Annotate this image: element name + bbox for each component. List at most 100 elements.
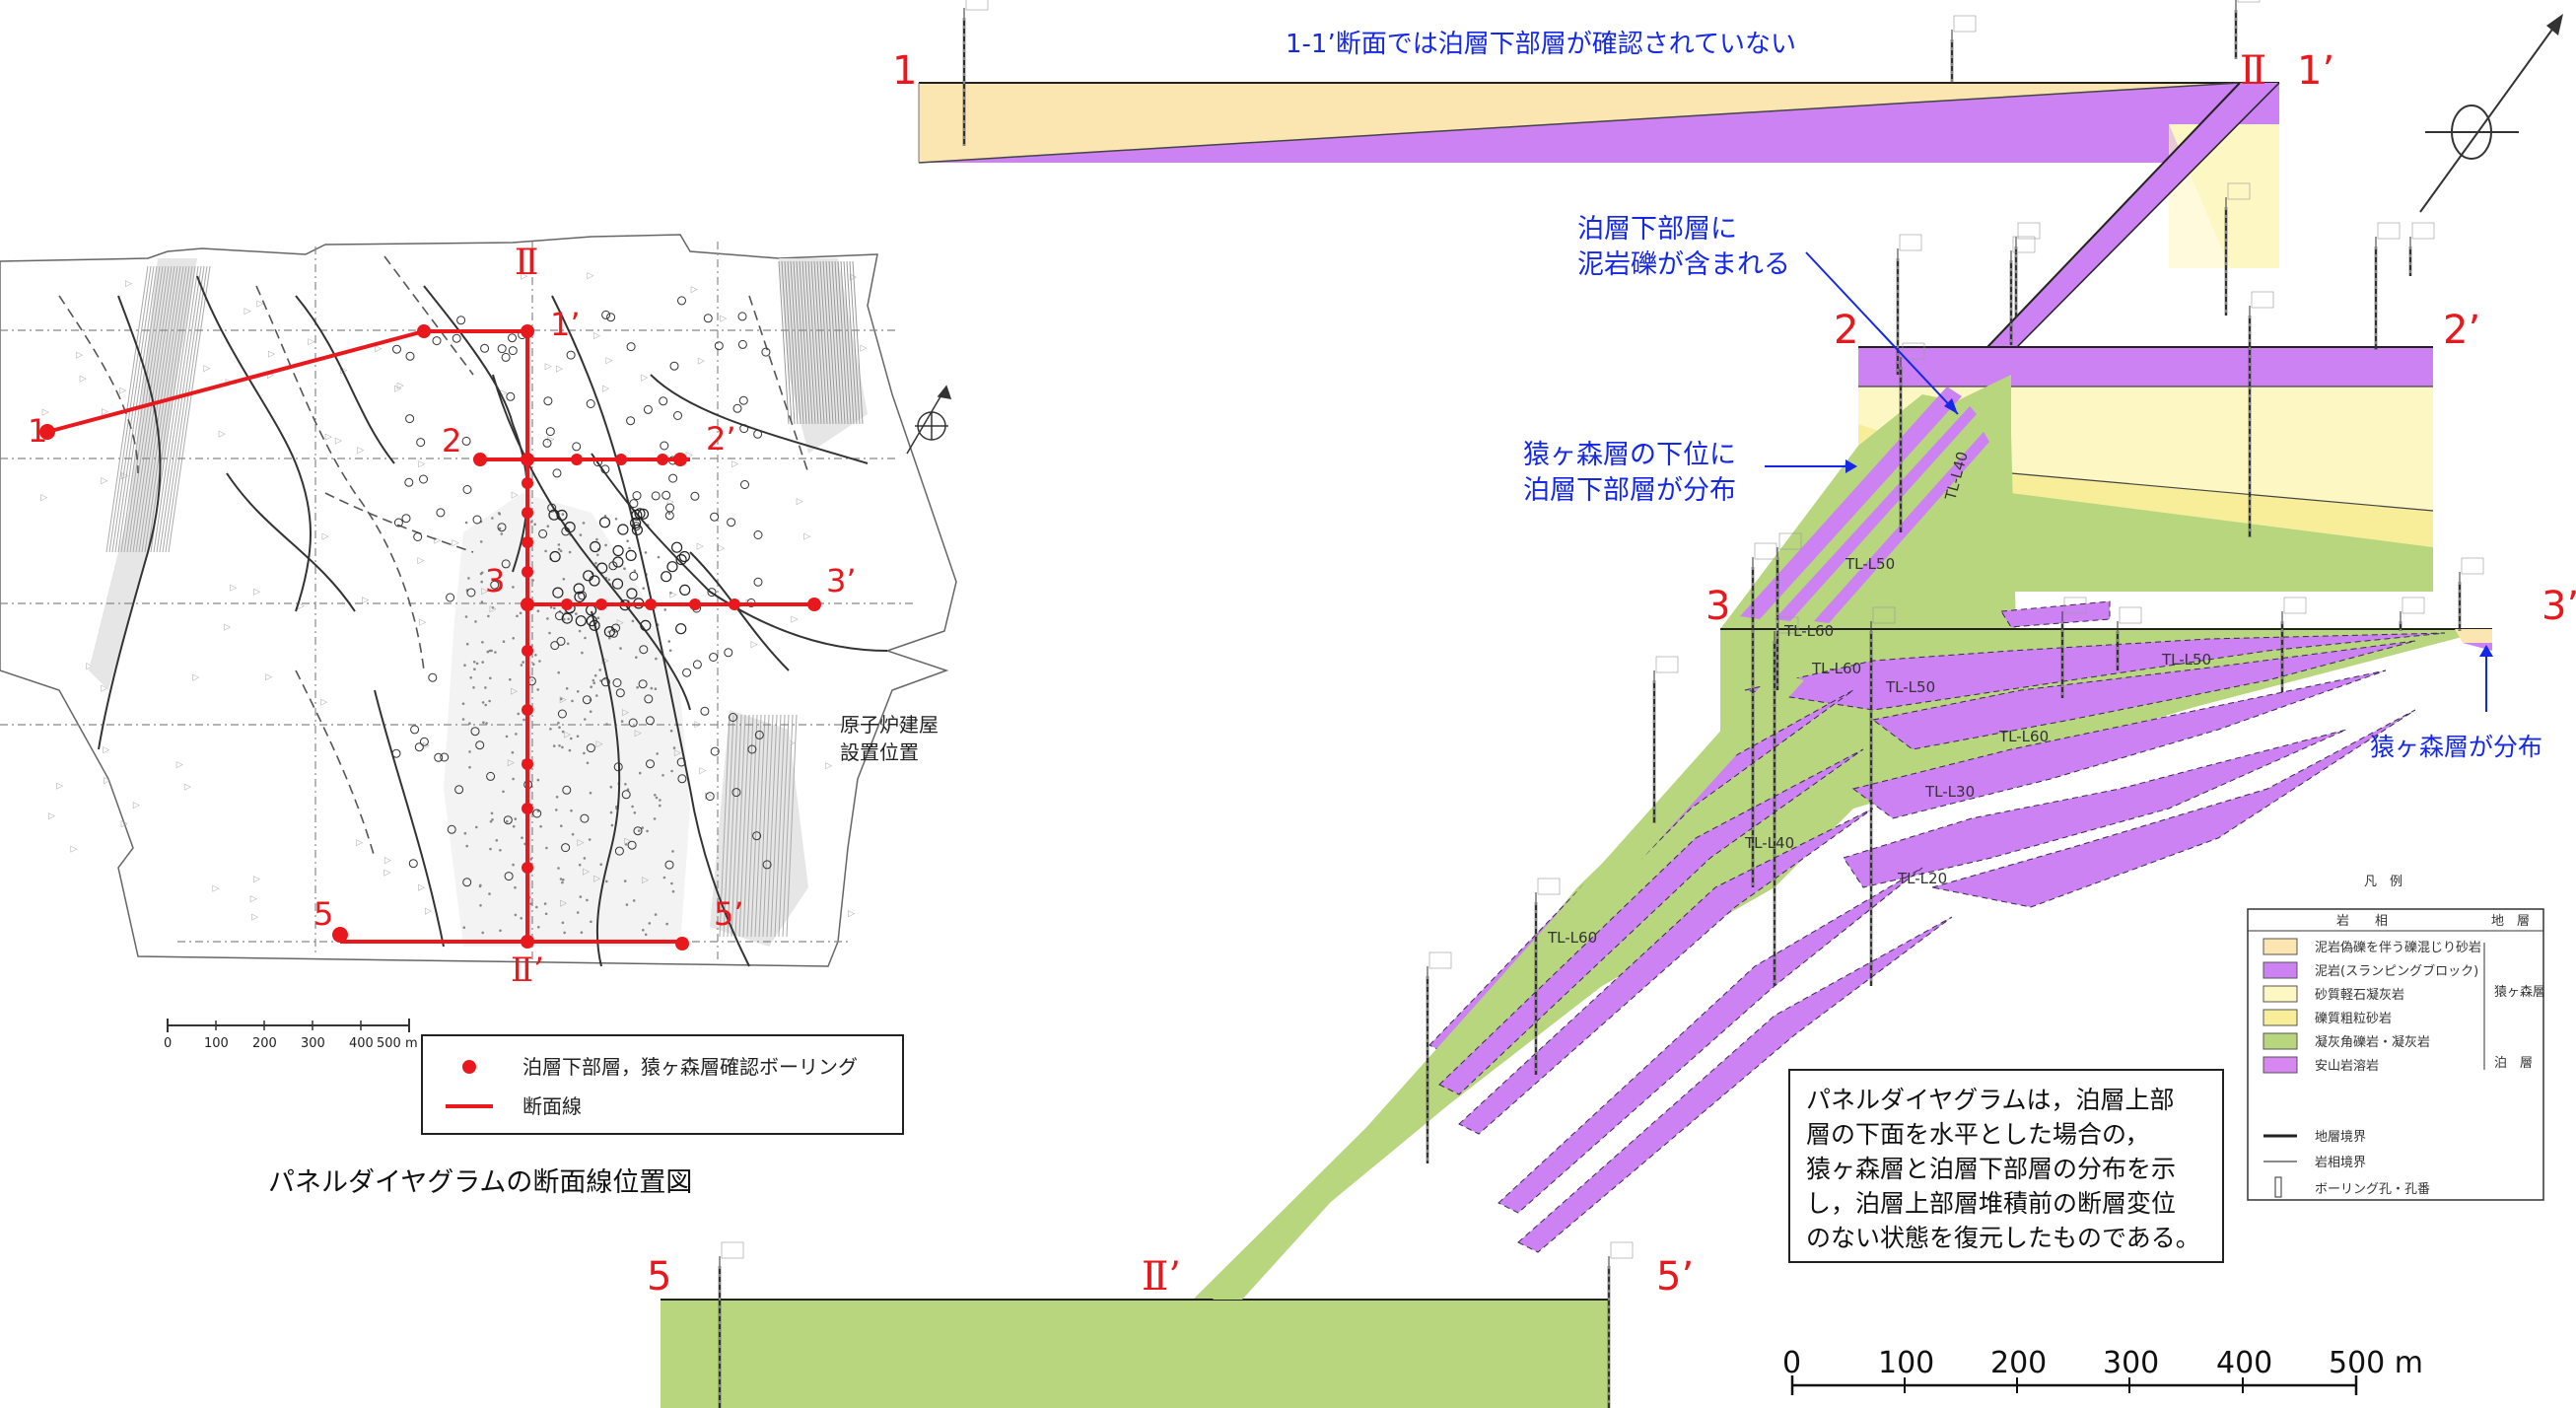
- svg-text:▷: ▷: [512, 490, 519, 500]
- svg-text:▷: ▷: [176, 760, 183, 770]
- lithology-legend: 凡 例 岩 相 地 層 泥岩偽礫を伴う礫混じり砂岩泥岩(スランピングブロック)砂…: [2247, 875, 2545, 1201]
- svg-text:▷: ▷: [267, 371, 274, 381]
- layer-label: TL-L20: [1897, 870, 1947, 887]
- map-hatching: [105, 260, 864, 938]
- map-label-2: 2: [442, 422, 461, 459]
- legend-row-label: 砂質軽石凝灰岩: [2315, 987, 2404, 1003]
- svg-text:▷: ▷: [705, 791, 712, 801]
- svg-text:▷: ▷: [698, 357, 705, 367]
- svg-text:▷: ▷: [511, 687, 518, 697]
- section-label-1p: 1’: [2297, 48, 2334, 94]
- map-north-arrow-icon: [906, 385, 952, 455]
- map-scale-300: 300: [301, 1036, 325, 1051]
- section-label-5: 5: [647, 1254, 671, 1300]
- map-scale-400: 400: [349, 1036, 374, 1051]
- annotation-below-saru-1: 猿ヶ森層の下位に: [1523, 440, 1736, 470]
- svg-text:▷: ▷: [617, 618, 624, 628]
- section-label-roman-ii-prime: Ⅱ’: [1142, 1254, 1181, 1300]
- svg-text:▷: ▷: [718, 544, 725, 554]
- section-label-2p: 2’: [2443, 308, 2480, 353]
- svg-text:▷: ▷: [184, 783, 191, 793]
- s3-gravel-tip: [2455, 629, 2492, 643]
- svg-text:▷: ▷: [86, 662, 93, 671]
- svg-text:▷: ▷: [602, 385, 609, 394]
- svg-text:▷: ▷: [119, 386, 126, 395]
- map-boring-symbols: [391, 296, 772, 887]
- svg-text:▷: ▷: [425, 906, 432, 916]
- svg-text:▷: ▷: [121, 471, 128, 481]
- map-label-roman-bottom: Ⅱ’: [511, 950, 544, 990]
- scale-500: 500 m: [2329, 1346, 2423, 1380]
- svg-text:▷: ▷: [322, 532, 329, 542]
- map-label-5: 5: [313, 895, 333, 933]
- svg-text:▷: ▷: [76, 351, 83, 361]
- map-scale-500: 500 m: [377, 1036, 418, 1051]
- map-label-3p: 3’: [826, 562, 857, 599]
- svg-text:▷: ▷: [335, 436, 342, 446]
- svg-text:▷: ▷: [253, 587, 260, 597]
- legend-row-label: 泥岩偽礫を伴う礫混じり砂岩: [2315, 940, 2481, 955]
- svg-text:▷: ▷: [588, 271, 594, 281]
- svg-text:▷: ▷: [104, 776, 110, 786]
- svg-text:▷: ▷: [71, 844, 78, 854]
- svg-text:▷: ▷: [434, 536, 441, 546]
- svg-text:▷: ▷: [419, 618, 426, 628]
- svg-text:▷: ▷: [394, 385, 401, 394]
- layer-labels: TL-L40 TL-L50 TL-L50 TL-L60 TL-L50 TL-L6…: [1547, 450, 2211, 947]
- legend-swatch: [2263, 985, 2298, 1003]
- svg-text:▷: ▷: [602, 657, 609, 667]
- scale-300: 300: [2103, 1346, 2159, 1380]
- arrowhead-icon: [2479, 645, 2493, 657]
- svg-text:▷: ▷: [230, 584, 237, 594]
- map-hatch-lower: [710, 710, 808, 947]
- borehole-icon: [2274, 1176, 2282, 1198]
- svg-text:▷: ▷: [48, 811, 55, 821]
- svg-text:▷: ▷: [102, 407, 108, 417]
- svg-text:▷: ▷: [125, 279, 132, 289]
- svg-text:▷: ▷: [797, 497, 803, 507]
- arrowhead-icon: [1845, 459, 1857, 473]
- map-scale-0: 0: [164, 1036, 172, 1051]
- map-hatch-left: [89, 258, 197, 690]
- arrowhead-icon: [1944, 398, 1958, 414]
- legend-swatch: [2263, 1032, 2298, 1050]
- section-label-2: 2: [1834, 308, 1858, 353]
- legend-strata-saru: 猿ヶ森層: [2494, 985, 2545, 1000]
- svg-text:▷: ▷: [481, 587, 488, 597]
- legend-header-rock: 岩 相: [2336, 914, 2388, 929]
- svg-text:▷: ▷: [268, 350, 275, 360]
- svg-text:▷: ▷: [697, 541, 704, 551]
- annotation-below-saru-2: 泊層下部層が分布: [1523, 475, 1736, 506]
- section-label-1: 1: [892, 48, 917, 94]
- svg-text:▷: ▷: [624, 837, 631, 847]
- svg-text:▷: ▷: [244, 307, 251, 317]
- s2-mudstone-top: [1858, 347, 2433, 387]
- note-line-4: し，泊層上部層堆積前の断層変位: [1806, 1189, 2176, 1218]
- svg-text:▷: ▷: [219, 430, 226, 440]
- svg-text:▷: ▷: [606, 356, 613, 366]
- svg-text:▷: ▷: [560, 899, 567, 909]
- scale-0: 0: [1782, 1346, 1801, 1380]
- s2-mudstone-finger-b: [1775, 406, 1977, 621]
- svg-text:▷: ▷: [547, 435, 554, 445]
- layer-label: TL-L50: [1885, 678, 1935, 696]
- map-label-5p: 5’: [714, 895, 744, 933]
- svg-text:▷: ▷: [691, 285, 698, 295]
- svg-text:▷: ▷: [320, 697, 327, 707]
- svg-text:▷: ▷: [423, 741, 430, 751]
- map-label-1: 1: [28, 412, 47, 450]
- svg-text:▷: ▷: [101, 683, 107, 693]
- map-section-points: [39, 324, 821, 950]
- layer-label: TL-L30: [1924, 783, 1975, 801]
- map-stipple: ▷ ▷ ▷ ▷ ▷ ▷ ▷ ▷ ▷ ▷ ▷ ▷ ▷ ▷ ▷ ▷ ▷ ▷ ▷ ▷ ▷ ▷ ▷ ▷ ▷ ▷ ▷ ▷ ▷ ▷ ▷ ▷ ▷ ▷ ▷ ▷ ▷ ▷ ▷ ▷…: [40, 271, 868, 938]
- svg-text:▷: ▷: [101, 476, 107, 486]
- svg-text:▷: ▷: [257, 300, 264, 310]
- legend-row-label: 礫質粗粒砂岩: [2315, 1011, 2392, 1026]
- svg-text:▷: ▷: [80, 375, 87, 385]
- annotation-top-note: 1-1’断面では泊層下部層が確認されていない: [1286, 30, 1796, 59]
- svg-text:▷: ▷: [383, 869, 390, 879]
- note-line-3: 猿ヶ森層と泊層下部層の分布を示: [1806, 1155, 2176, 1183]
- svg-text:▷: ▷: [731, 459, 738, 469]
- svg-text:▷: ▷: [298, 601, 305, 611]
- legend-row-label: 泥岩(スランピングブロック): [2315, 963, 2478, 979]
